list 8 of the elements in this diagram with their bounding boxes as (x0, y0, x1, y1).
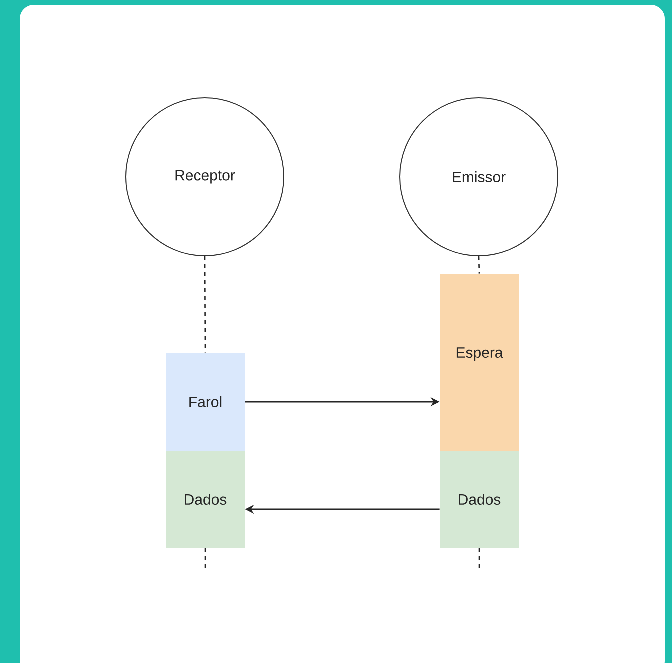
activation-box: Farol (166, 353, 245, 451)
activation-box: Espera (440, 274, 519, 451)
lifeline (204, 548, 206, 568)
lifeline (204, 256, 206, 353)
activation-box: Dados (166, 451, 245, 548)
lifeline (478, 548, 480, 568)
activation-box: Dados (440, 451, 519, 548)
lifeline (478, 256, 480, 274)
